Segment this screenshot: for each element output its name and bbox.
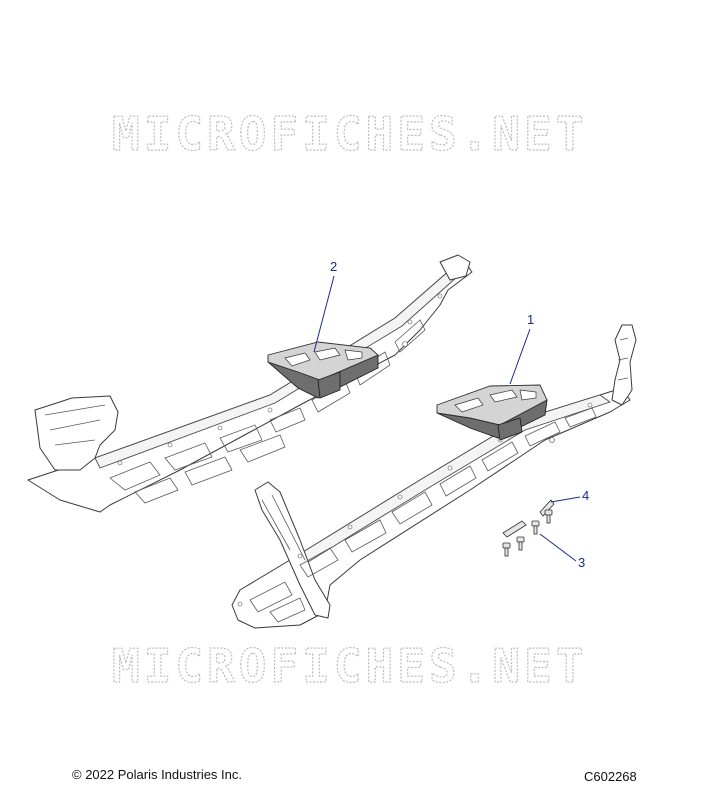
svg-text:3: 3 xyxy=(578,555,585,570)
svg-text:2: 2 xyxy=(330,259,337,274)
right-running-board xyxy=(231,324,637,629)
watermark-top: MICROFICHES.NET xyxy=(112,107,587,161)
callout-4: 4 xyxy=(550,488,589,503)
diagram-code: C602268 xyxy=(584,769,637,784)
watermark-bottom: MICROFICHES.NET xyxy=(112,639,587,693)
part-4-brackets xyxy=(502,499,555,538)
svg-text:4: 4 xyxy=(582,488,589,503)
left-running-board xyxy=(27,254,473,513)
part-3-bolts xyxy=(502,509,553,557)
svg-text:1: 1 xyxy=(527,312,534,327)
part-1-foot-pad xyxy=(436,384,548,441)
callout-1: 1 xyxy=(509,312,534,385)
part-2-foot-pad xyxy=(267,341,379,399)
callout-3: 3 xyxy=(539,533,585,570)
copyright-text: © 2022 Polaris Industries Inc. xyxy=(72,767,242,782)
callout-2: 2 xyxy=(313,259,337,353)
